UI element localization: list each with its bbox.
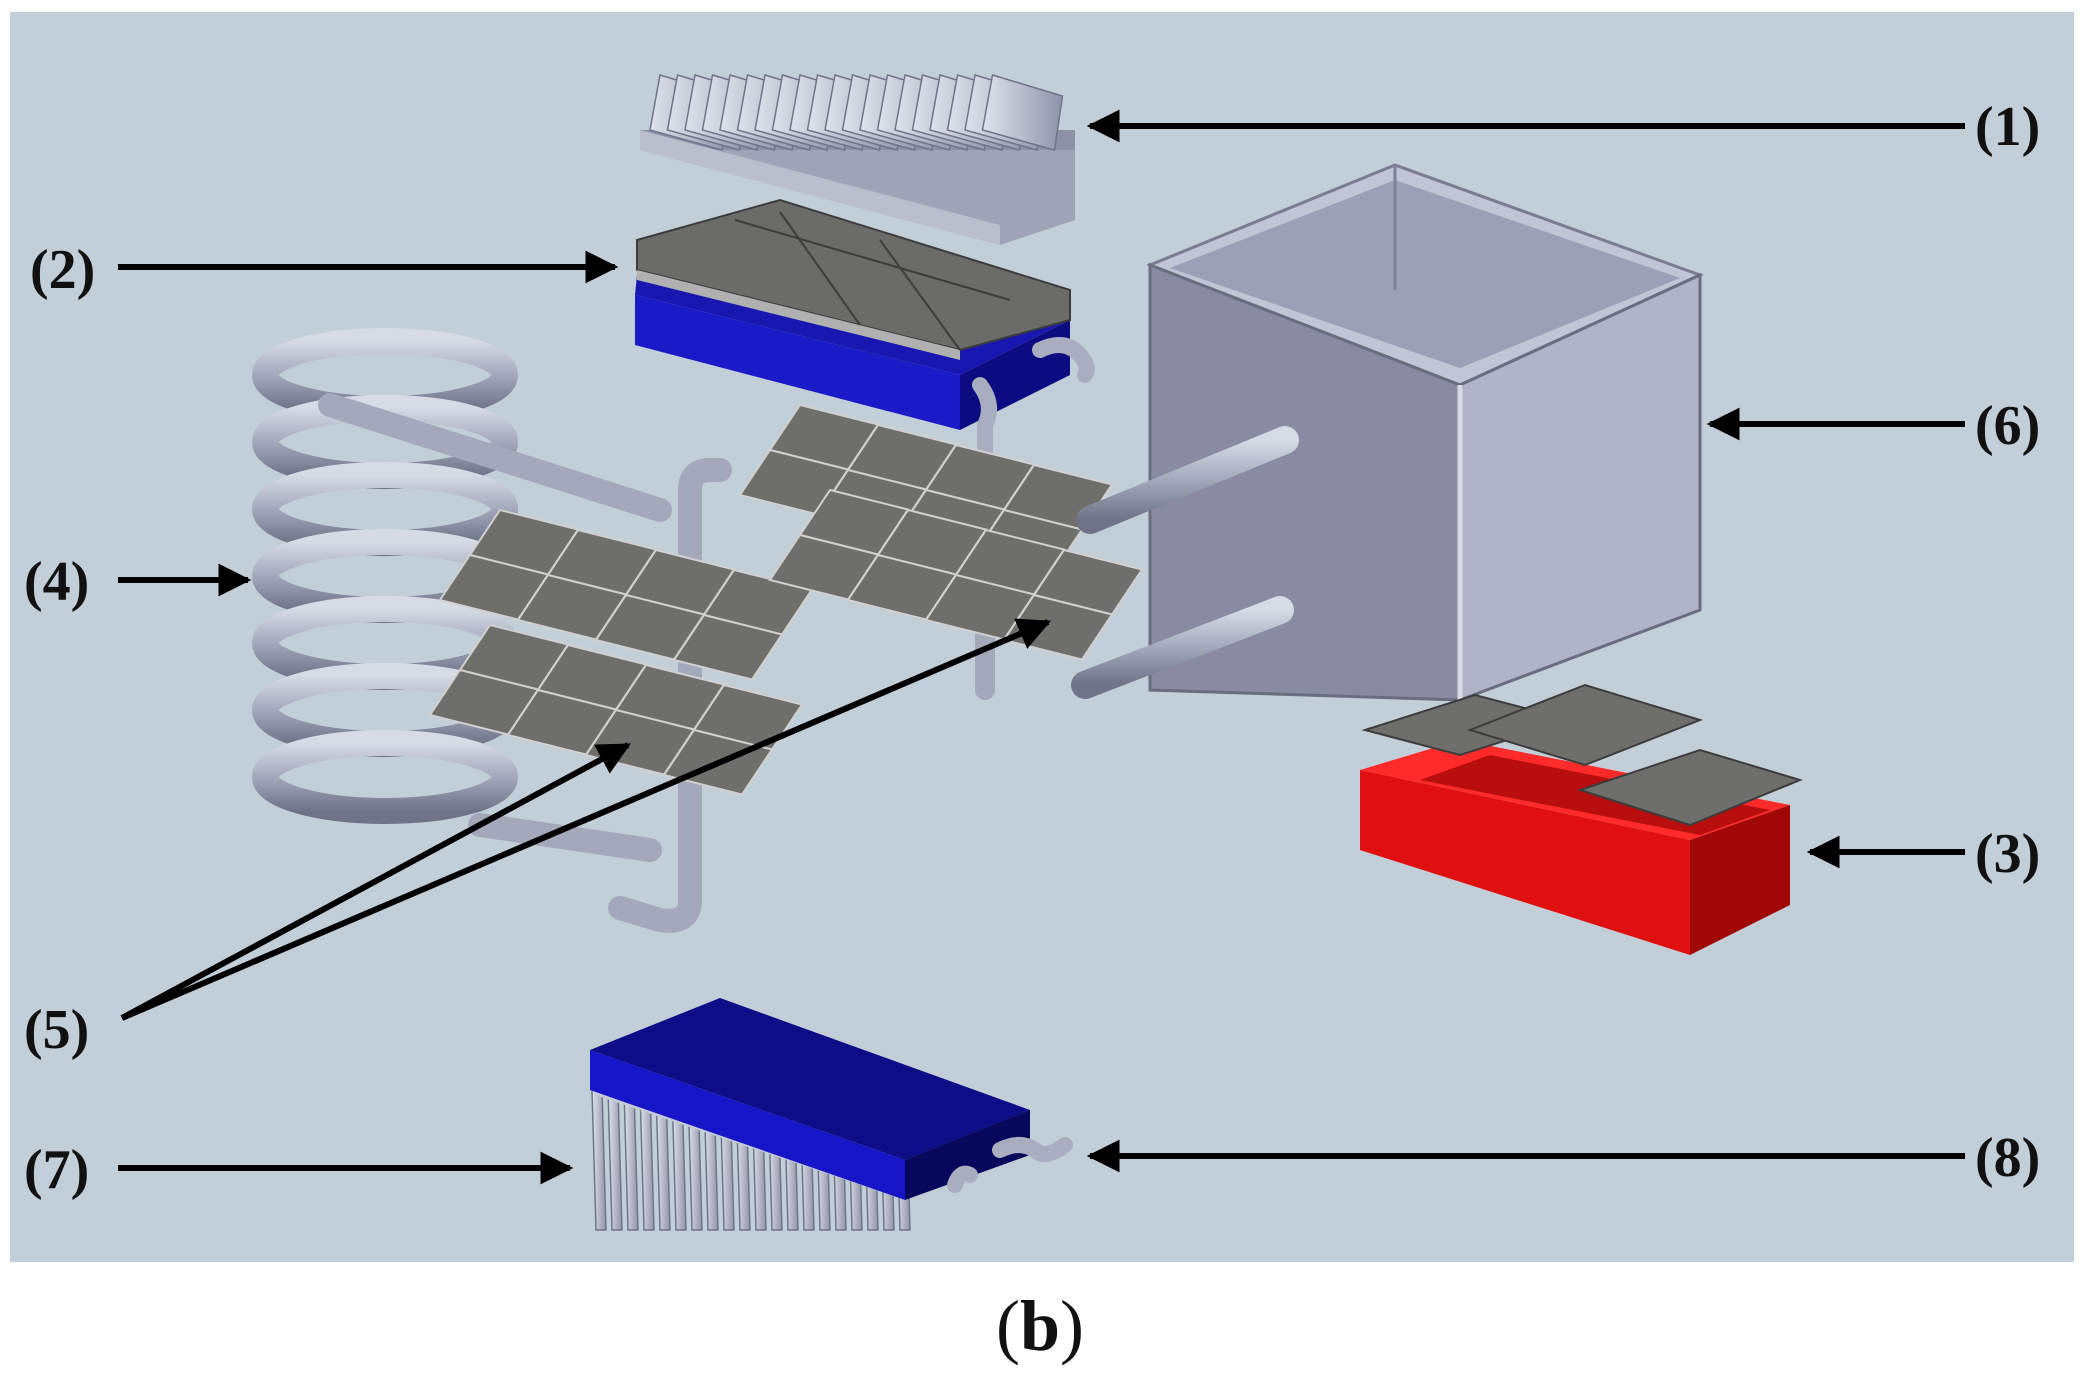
arrow-5b (120, 618, 1052, 1021)
callout-label-3: (3) (1975, 823, 2040, 885)
callout-label-8: (8) (1975, 1127, 2040, 1189)
coil-loop (252, 730, 518, 824)
top-heat-sink (640, 74, 1075, 245)
callout-arrows (118, 109, 1965, 1185)
coil-pipes (318, 393, 995, 933)
caption-letter: b (1020, 1286, 1060, 1366)
callout-label-1: (1) (1975, 96, 2040, 158)
callout-label-5: (5) (24, 999, 89, 1061)
arrow-5a (120, 742, 631, 1021)
callout-label-6: (6) (1975, 395, 2040, 457)
heat-sink-fin (981, 74, 1064, 151)
callout-label-7: (7) (24, 1139, 89, 1201)
cooling-box (1145, 163, 1704, 703)
callout-label-4: (4) (24, 551, 89, 613)
figure-caption: (b) (996, 1286, 1084, 1366)
callout-label-2: (2) (30, 239, 95, 301)
upper-water-block (635, 198, 1095, 458)
box-inlet-pipes (1071, 426, 1299, 699)
caption-close: ) (1060, 1286, 1084, 1366)
bottom-water-block (590, 998, 1073, 1231)
red-cold-block (1360, 683, 1803, 955)
caption-open: ( (996, 1286, 1020, 1366)
thermoelectric-module (672, 613, 784, 681)
